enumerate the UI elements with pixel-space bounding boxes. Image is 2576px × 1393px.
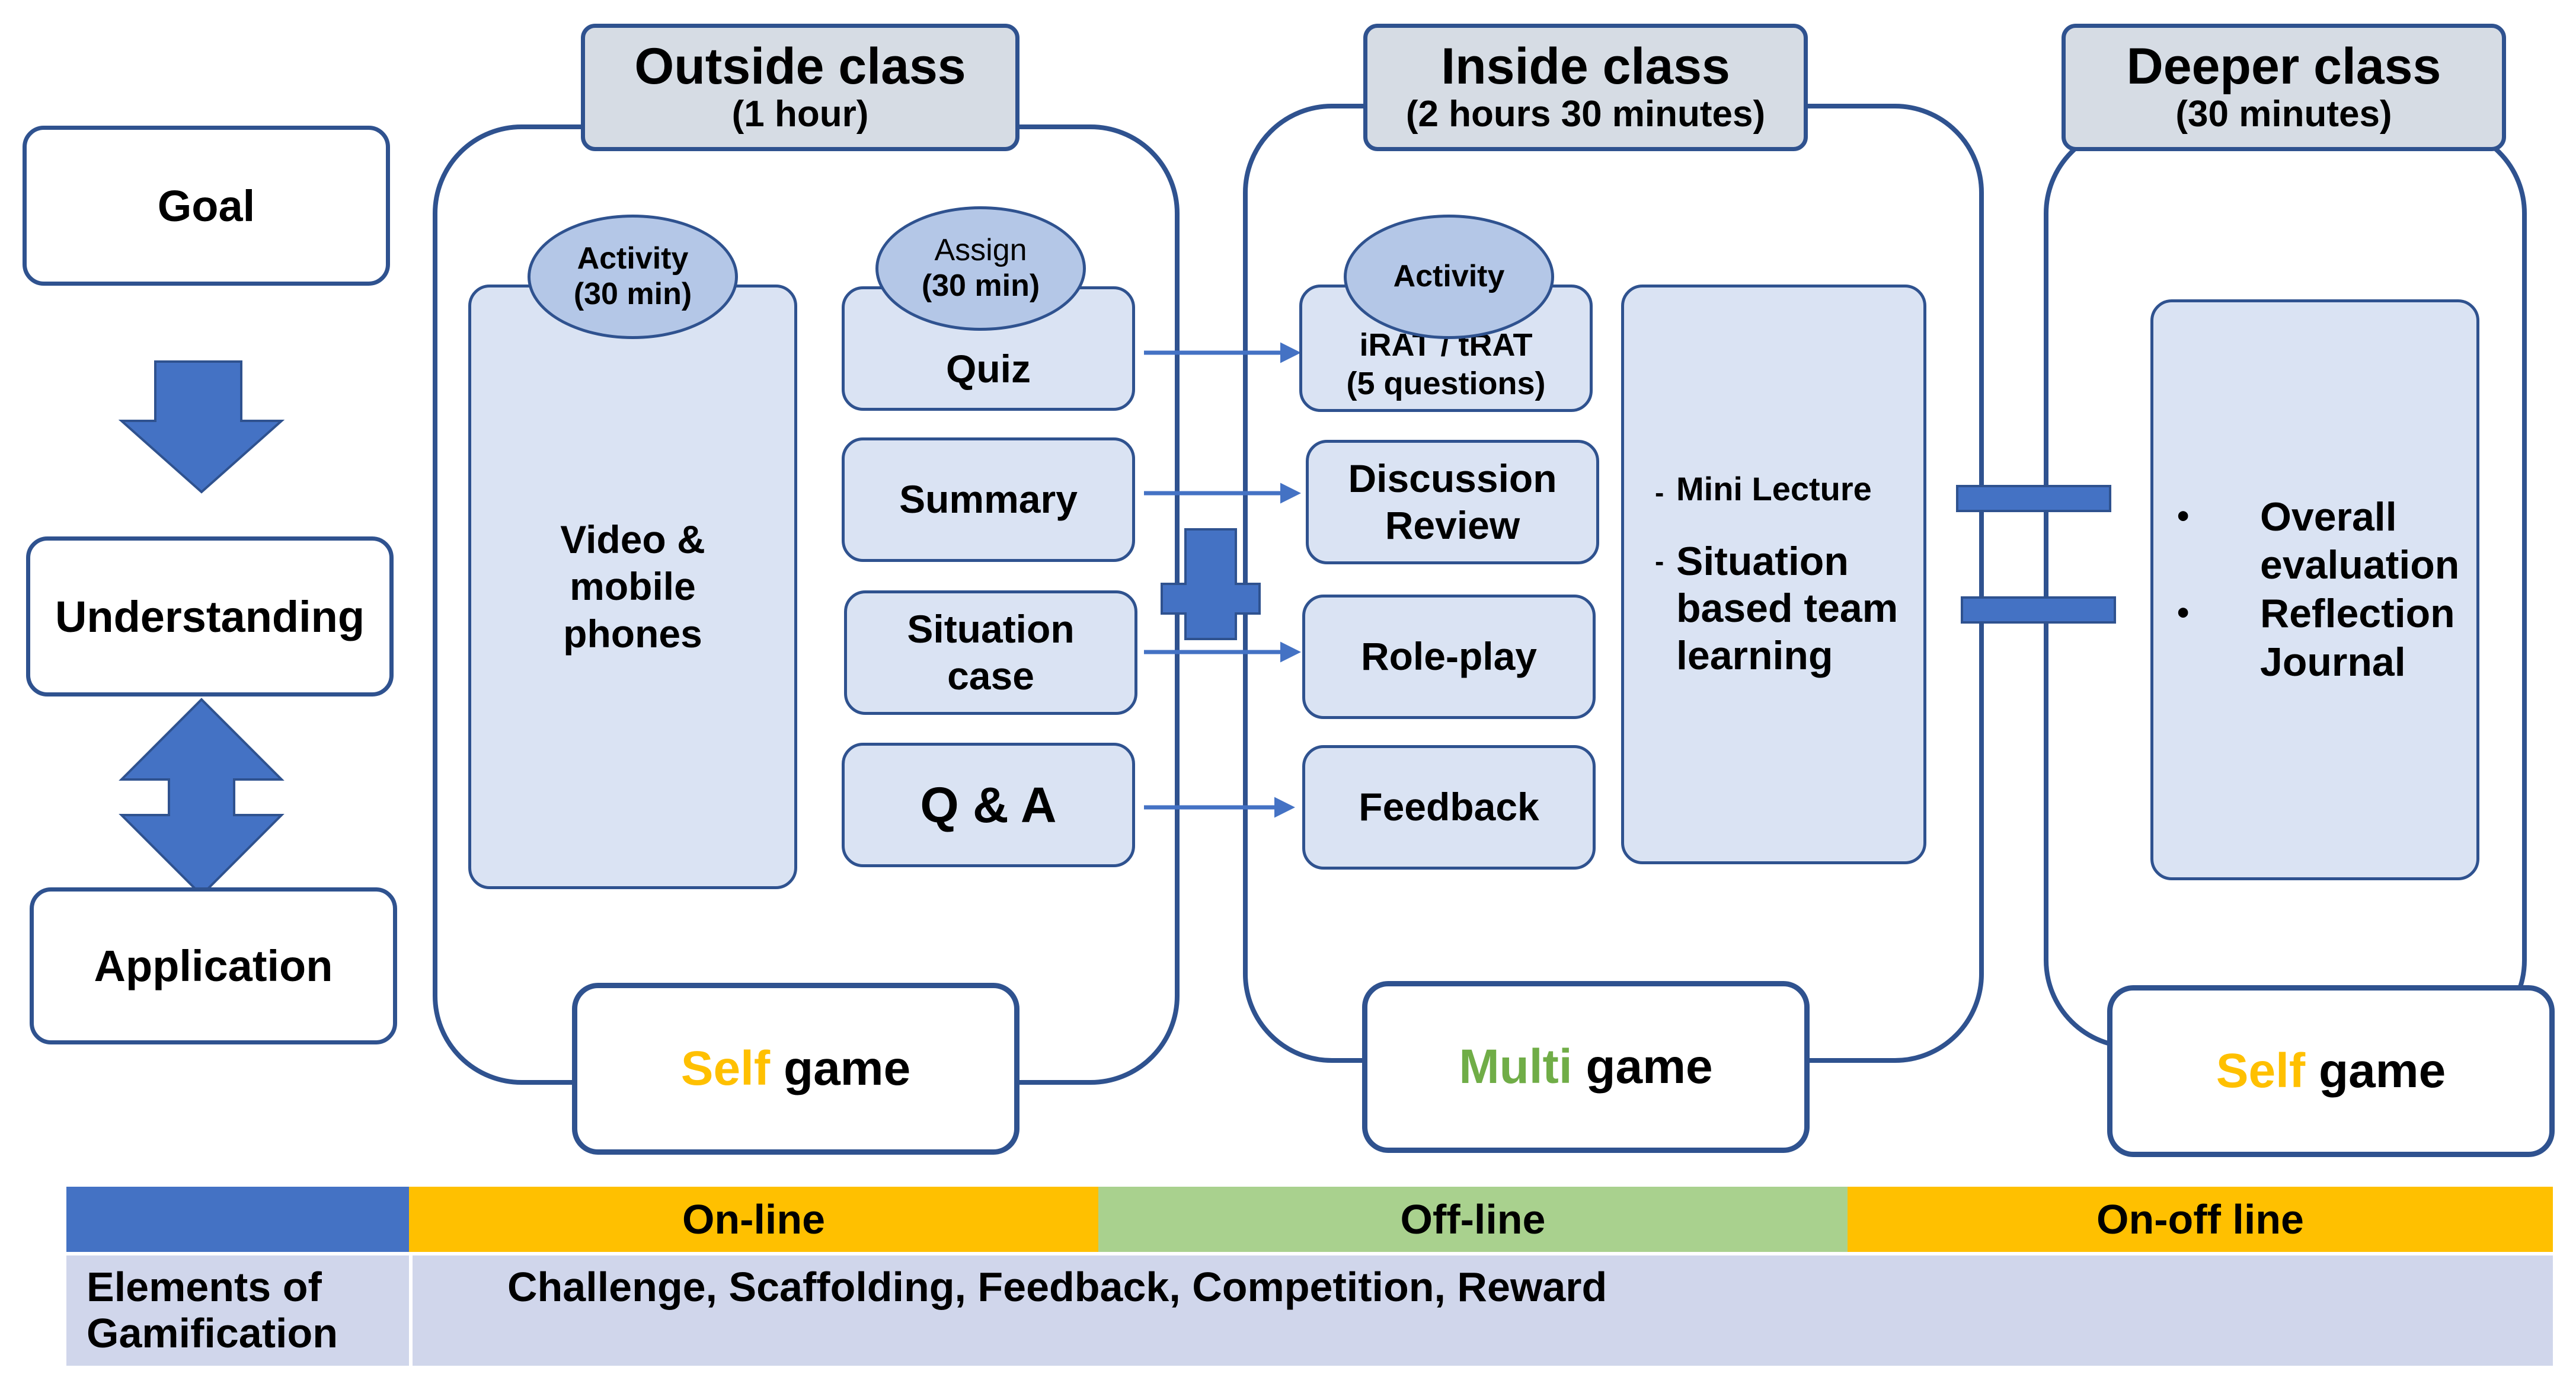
- video-card: Video & mobile phones: [468, 285, 797, 889]
- inside-activity-oval: Activity: [1344, 215, 1554, 339]
- game-word: Self: [680, 1041, 771, 1095]
- mode-cell-offline: Off-line: [1098, 1187, 1848, 1252]
- role-play-label: Role-play: [1360, 634, 1538, 679]
- reflection-journal-label: Reflection Journal: [2260, 591, 2455, 685]
- inside-class-header: Inside class (2 hours 30 minutes): [1363, 24, 1808, 151]
- assign-oval-duration: (30 min): [921, 269, 1040, 303]
- understanding-box: Understanding: [26, 536, 394, 696]
- elements-value-cell: Challenge, Scaffolding, Feedback, Compet…: [413, 1255, 2553, 1366]
- outside-class-title: Outside class: [634, 37, 966, 95]
- activity-oval-label: Activity: [577, 241, 689, 276]
- list-dash: -: [1655, 545, 1664, 577]
- game-rest: game: [783, 1041, 911, 1095]
- outside-class-duration: (1 hour): [731, 94, 869, 135]
- game-word: Multi: [1459, 1040, 1573, 1094]
- self-game-box-deeper: Self game: [2107, 985, 2555, 1157]
- table-corner-cell: [66, 1187, 409, 1252]
- evaluation-list-item: • Reflection Journal: [2177, 590, 2476, 686]
- quiz-card: Quiz: [842, 286, 1135, 411]
- discussion-review-label: Discussion Review: [1348, 456, 1557, 547]
- overall-evaluation-label: Overall evaluation: [2260, 494, 2460, 588]
- game-label: Self game: [2216, 1043, 2446, 1099]
- assign-oval: Assign (30 min): [875, 206, 1086, 331]
- deeper-class-header: Deeper class (30 minutes): [2062, 24, 2506, 151]
- arrow-double-understanding-application: [119, 698, 285, 897]
- list-dash: -: [1655, 477, 1664, 508]
- equals-bar-top: [1956, 485, 2111, 512]
- game-label: Self game: [681, 1041, 910, 1097]
- activity-oval-duration: (30 min): [573, 277, 692, 311]
- activity-oval: Activity (30 min): [528, 215, 738, 339]
- list-bullet: •: [2177, 593, 2190, 632]
- arrow-down-goal-understanding: [118, 360, 285, 494]
- plus-sign-icon: [1161, 528, 1261, 640]
- multi-game-box: Multi game: [1362, 981, 1810, 1153]
- mode-cell-online: On-line: [409, 1187, 1098, 1252]
- summary-card: Summary: [842, 437, 1135, 562]
- lecture-list-item: - Mini Lecture: [1655, 469, 1923, 516]
- inside-activity-oval-label: Activity: [1393, 259, 1505, 294]
- understanding-label: Understanding: [55, 592, 365, 641]
- game-label: Multi game: [1459, 1039, 1712, 1095]
- lecture-list-item: - Situation based team learning: [1655, 538, 1923, 680]
- game-rest: game: [2318, 1044, 2446, 1098]
- discussion-review-card: Discussion Review: [1306, 440, 1599, 564]
- elements-value: Challenge, Scaffolding, Feedback, Compet…: [507, 1264, 1607, 1310]
- role-play-card: Role-play: [1302, 595, 1596, 719]
- game-rest: game: [1586, 1040, 1713, 1094]
- application-box: Application: [30, 887, 397, 1044]
- mini-lecture-label: Mini Lecture: [1676, 469, 1872, 507]
- lecture-card: - Mini Lecture - Situation based team le…: [1621, 285, 1926, 864]
- evaluation-card: • Overall evaluation • Reflection Journa…: [2150, 299, 2479, 880]
- elements-label: Elements of Gamification: [87, 1264, 338, 1357]
- situation-case-card: Situation case: [844, 590, 1137, 715]
- situation-team-label: Situation based team learning: [1676, 538, 1899, 678]
- list-bullet: •: [2177, 496, 2190, 535]
- mode-on-off-label: On-off line: [2096, 1196, 2304, 1242]
- self-game-box-outside: Self game: [572, 983, 1019, 1155]
- irat-line2: (5 questions): [1346, 366, 1546, 401]
- deeper-class-title: Deeper class: [2126, 37, 2441, 95]
- situation-case-label: Situation case: [907, 606, 1075, 698]
- summary-label: Summary: [899, 477, 1078, 522]
- quiz-label: Quiz: [946, 347, 1031, 391]
- inside-class-title: Inside class: [1441, 37, 1730, 95]
- application-label: Application: [94, 941, 333, 991]
- video-label: Video & mobile phones: [560, 517, 705, 656]
- game-word: Self: [2216, 1044, 2306, 1098]
- deeper-class-duration: (30 minutes): [2175, 94, 2392, 135]
- equals-bar-bottom: [1961, 596, 2116, 624]
- qa-card: Q & A: [842, 743, 1135, 867]
- goal-label: Goal: [157, 181, 255, 231]
- goal-box: Goal: [23, 126, 390, 286]
- mode-offline-label: Off-line: [1400, 1196, 1546, 1242]
- mode-online-label: On-line: [682, 1196, 826, 1242]
- feedback-label: Feedback: [1359, 785, 1539, 829]
- inside-class-duration: (2 hours 30 minutes): [1405, 94, 1766, 135]
- elements-label-cell: Elements of Gamification: [66, 1255, 409, 1366]
- feedback-card: Feedback: [1302, 745, 1596, 870]
- evaluation-list-item: • Overall evaluation: [2177, 493, 2476, 590]
- qa-label: Q & A: [920, 777, 1057, 833]
- outside-class-header: Outside class (1 hour): [581, 24, 1019, 151]
- assign-oval-label: Assign: [934, 233, 1027, 268]
- mode-cell-on-off: On-off line: [1848, 1187, 2553, 1252]
